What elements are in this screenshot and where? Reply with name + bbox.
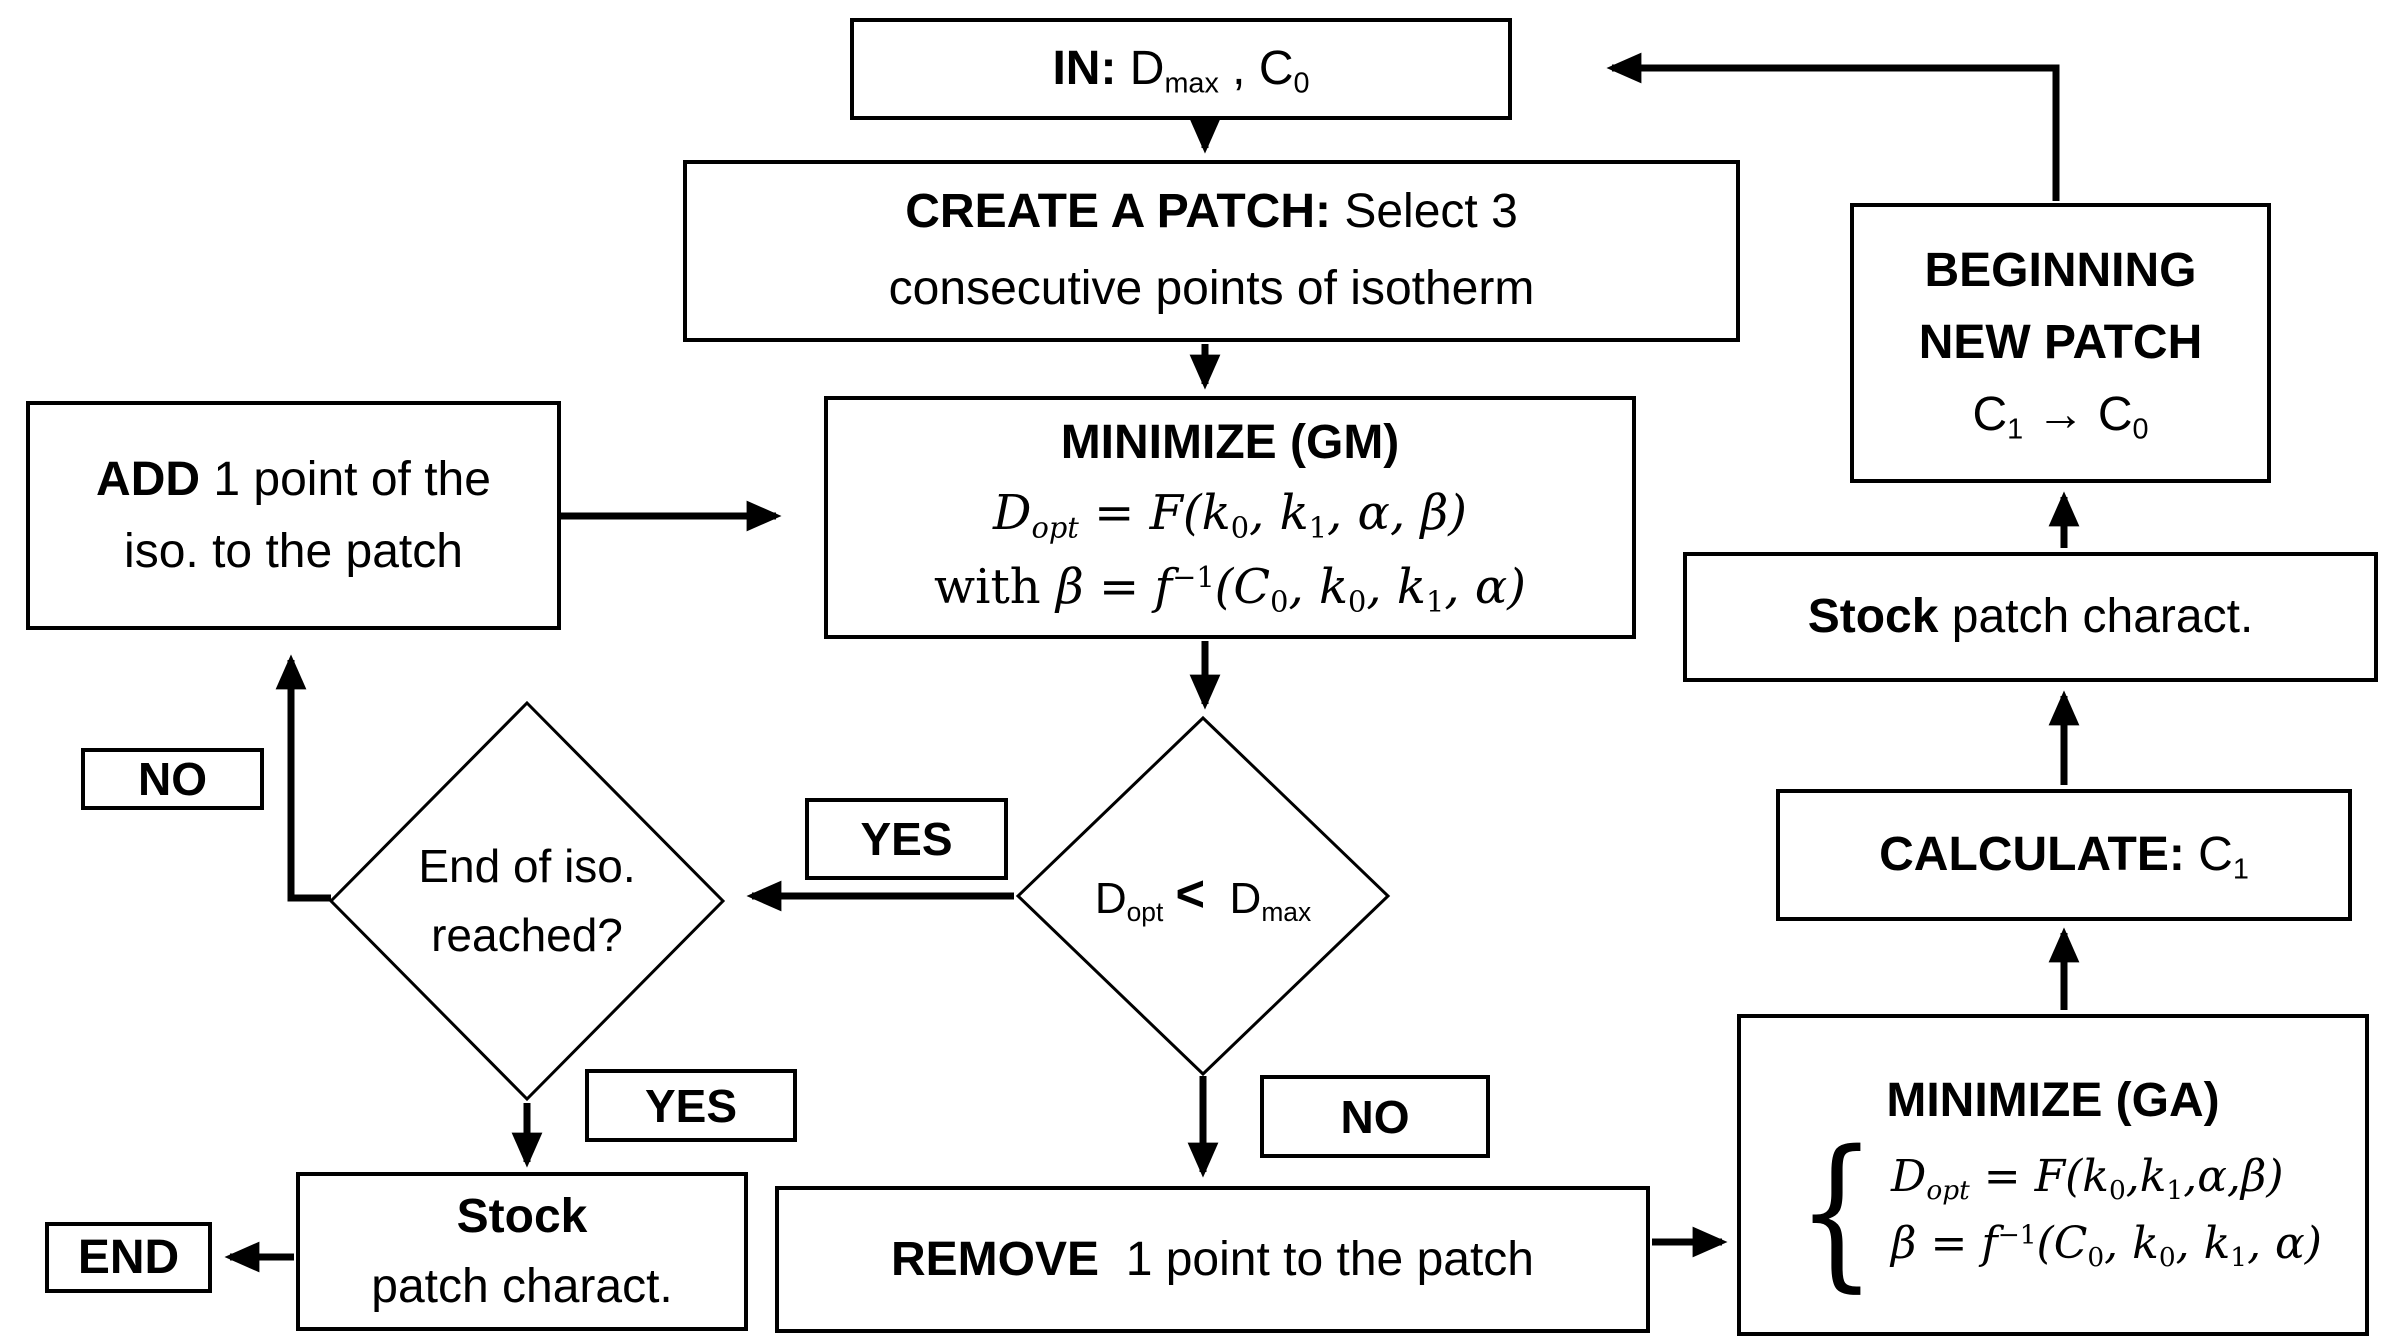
create-patch-line2: consecutive points of isotherm bbox=[888, 262, 1535, 315]
stock-left-box: Stock patch charact. bbox=[296, 1172, 748, 1331]
add-point-line2: iso. to the patch bbox=[124, 524, 463, 578]
minimize-ga-box: MINIMIZE (GA) { Dopt = F(k0,k1,α,β) β = … bbox=[1737, 1014, 2369, 1336]
no-label-bottom: NO bbox=[1260, 1075, 1490, 1158]
create-patch-line1: CREATE A PATCH: Select 3 bbox=[905, 185, 1518, 239]
stock-right-box: Stock patch charact. bbox=[1683, 552, 2378, 682]
input-box: IN: Dmax , C0 bbox=[850, 18, 1512, 120]
end-box: END bbox=[45, 1222, 212, 1293]
create-patch-box: CREATE A PATCH: Select 3 consecutive poi… bbox=[683, 160, 1740, 342]
minimize-gm-eq2: with β = f−1(C0, k0, k1, α) bbox=[934, 558, 1526, 619]
remove-point-box: REMOVE 1 point to the patch bbox=[775, 1186, 1650, 1333]
minimize-ga-eq2: β = f−1(C0, k0, k1, α) bbox=[1891, 1218, 2322, 1273]
minimize-gm-box: MINIMIZE (GM) Dopt = F(k0, k1, α, β) wit… bbox=[824, 396, 1636, 639]
minimize-gm-title: MINIMIZE (GM) bbox=[1060, 415, 1400, 469]
yes-label-bottom: YES bbox=[585, 1069, 797, 1142]
dopt-decision-text: Dopt < Dmax bbox=[1094, 864, 1312, 927]
minimize-ga-title: MINIMIZE (GA) bbox=[1886, 1073, 2220, 1127]
arrow-end-iso-no-to-add bbox=[275, 654, 331, 902]
input-label: IN: Dmax , C0 bbox=[1052, 41, 1310, 100]
end-of-iso-decision-text: End of iso. reached? bbox=[418, 840, 636, 961]
yes-label-middle: YES bbox=[805, 798, 1008, 880]
beginning-new-patch-box: BEGINNING NEW PATCH C1 → C0 bbox=[1850, 203, 2271, 483]
add-point-box: ADD 1 point of the iso. to the patch bbox=[26, 401, 561, 630]
minimize-gm-eq1: Dopt = F(k0, k1, α, β) bbox=[993, 484, 1467, 545]
end-of-iso-diamond bbox=[328, 700, 726, 1102]
arrow-beginning-loop-to-in bbox=[1606, 52, 2060, 201]
system-brace-glyph: { bbox=[1797, 1114, 1876, 1307]
no-label-left: NO bbox=[81, 748, 264, 810]
add-point-line1: ADD 1 point of the bbox=[96, 452, 491, 506]
minimize-ga-system: { Dopt = F(k0,k1,α,β) β = f−1(C0, k0, k1… bbox=[1784, 1114, 2322, 1307]
dopt-decision-diamond bbox=[1015, 715, 1391, 1077]
minimize-ga-eq1: Dopt = F(k0,k1,α,β) bbox=[1891, 1151, 2284, 1207]
calculate-box: CALCULATE: C1 bbox=[1776, 789, 2352, 921]
